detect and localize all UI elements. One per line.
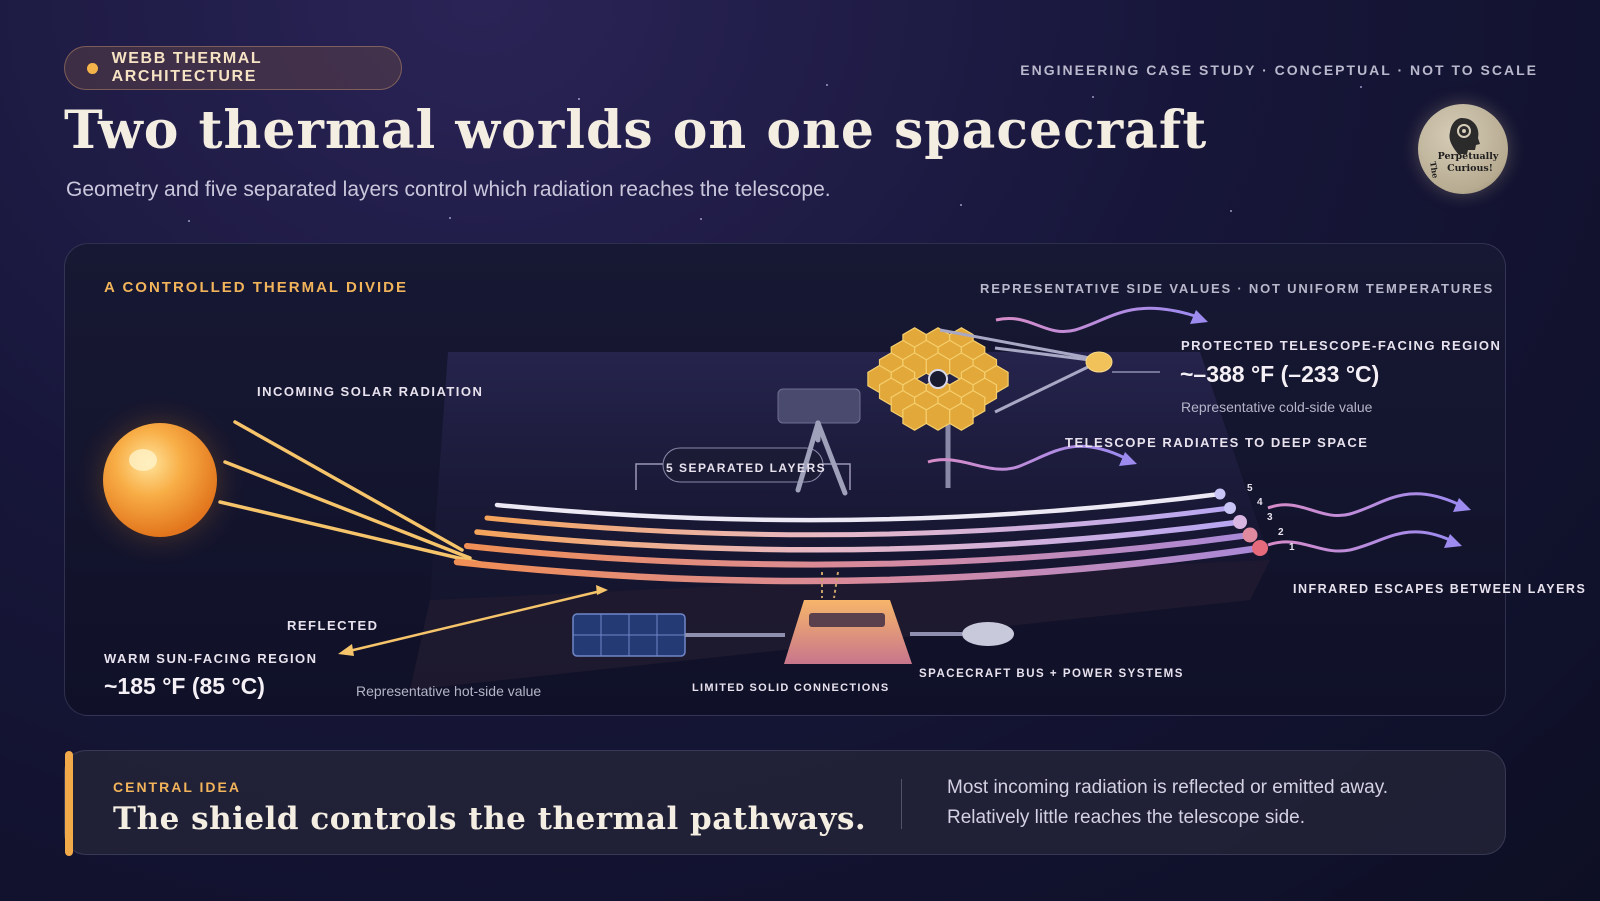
layers-label: 5 SEPARATED LAYERS [666, 461, 827, 475]
connections-label: LIMITED SOLID CONNECTIONS [692, 682, 890, 694]
svg-text:Perpetually: Perpetually [1438, 151, 1499, 162]
divider [901, 779, 902, 829]
reflected-label: REFLECTED [287, 618, 379, 633]
page-title: Two thermal worlds on one spacecraft [64, 100, 1208, 161]
infrared-label: INFRARED ESCAPES BETWEEN LAYERS [1293, 582, 1587, 596]
deep-space-label: TELESCOPE RADIATES TO DEEP SPACE [1065, 435, 1369, 450]
cold-region-label: PROTECTED TELESCOPE-FACING REGION [1181, 338, 1502, 353]
central-line-2: Relatively little reaches the telescope … [947, 807, 1306, 828]
central-line-1: Most incoming radiation is reflected or … [947, 777, 1389, 798]
cold-value: ~–388 °F (–233 °C) [1180, 361, 1380, 387]
bus-label: SPACECRAFT BUS + POWER SYSTEMS [919, 668, 1184, 680]
central-headline: The shield controls the thermal pathways… [113, 801, 867, 837]
layer-number-1: 1 [1289, 542, 1297, 553]
badge-dot-icon [87, 62, 98, 74]
warm-region-label: WARM SUN-FACING REGION [104, 651, 318, 666]
layer-number-2: 2 [1278, 527, 1286, 538]
meta-caption: ENGINEERING CASE STUDY · CONCEPTUAL · NO… [1020, 62, 1538, 78]
section-badge: WEBB THERMAL ARCHITECTURE [64, 46, 402, 90]
central-kicker: CENTRAL IDEA [113, 779, 241, 795]
incoming-radiation-label: INCOMING SOLAR RADIATION [257, 384, 484, 399]
central-idea-card: CENTRAL IDEA The shield controls the the… [64, 750, 1506, 856]
section-label: A CONTROLLED THERMAL DIVIDE [104, 279, 408, 296]
accent-bar [65, 751, 73, 856]
page-subtitle: Geometry and five separated layers contr… [66, 178, 831, 201]
warm-note: Representative hot-side value [356, 683, 542, 699]
warm-value: ~185 °F (85 °C) [104, 673, 265, 699]
values-note: REPRESENTATIVE SIDE VALUES · NOT UNIFORM… [980, 281, 1495, 296]
cold-note: Representative cold-side value [1181, 399, 1373, 415]
layer-number-3: 3 [1267, 512, 1275, 523]
svg-text:The: The [1428, 161, 1441, 179]
logo-seal: Perpetually Curious! The [1418, 104, 1508, 194]
diagram-panel [64, 243, 1506, 716]
layer-number-4: 4 [1257, 497, 1265, 508]
layer-number-5: 5 [1247, 483, 1255, 494]
svg-text:Curious!: Curious! [1447, 163, 1493, 174]
head-gear-logo-icon: Perpetually Curious! The [1428, 118, 1499, 179]
badge-label: WEBB THERMAL ARCHITECTURE [111, 50, 263, 85]
